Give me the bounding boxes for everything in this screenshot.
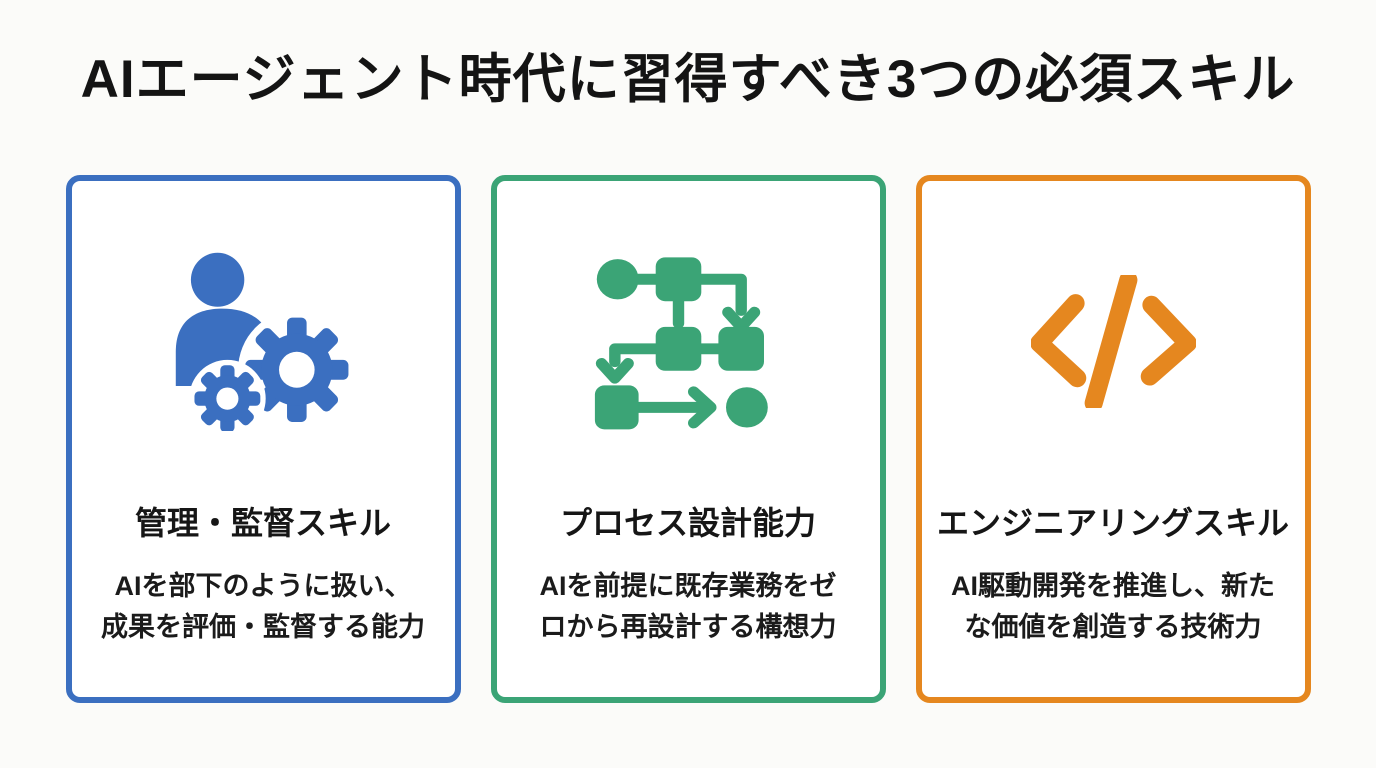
- card-title-management: 管理・監督スキル: [134, 504, 391, 541]
- card-description-process: AIを前提に既存業務をゼ ロから再設計する構想力: [539, 571, 837, 642]
- person-gears-icon: [174, 249, 352, 434]
- card-description-engineering: AI駆動開発を推進し、新た な価値を創造する技術力: [951, 571, 1275, 642]
- card-title-process: プロセス設計能力: [559, 504, 816, 541]
- skill-cards-row: 管理・監督スキル AIを部下のように扱い、 成果を評価・監督する能力: [65, 174, 1311, 703]
- card-description-management: AIを部下のように扱い、 成果を評価・監督する能力: [101, 571, 425, 642]
- page-title: AIエージェント時代に習得すべき3つの必須スキル: [80, 50, 1296, 109]
- card-title-engineering: エンジニアリングスキル: [936, 504, 1289, 541]
- card-process-design: プロセス設計能力 AIを前提に既存業務をゼ ロから再設計する構想力: [490, 174, 886, 703]
- card-management-skill: 管理・監督スキル AIを部下のように扱い、 成果を評価・監督する能力: [65, 174, 461, 703]
- card-engineering-skill: エンジニアリングスキル AI駆動開発を推進し、新た な価値を創造する技術力: [915, 174, 1311, 703]
- flowchart-icon: [593, 249, 783, 434]
- code-brackets-icon: [1030, 249, 1196, 434]
